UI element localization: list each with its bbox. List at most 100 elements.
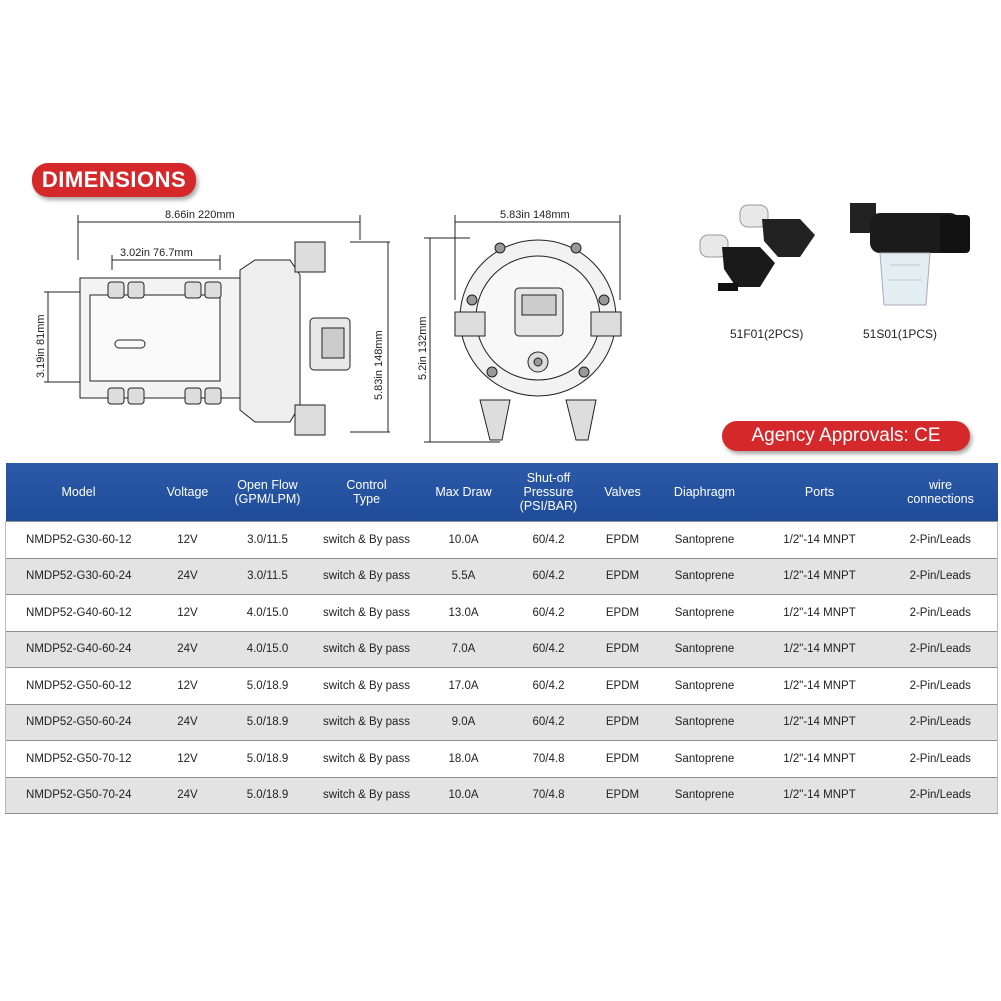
table-cell: 4.0/15.0	[223, 594, 312, 631]
accessory-label-51s01: 51S01(1PCS)	[863, 327, 938, 341]
table-cell: 17.0A	[421, 667, 506, 704]
table-cell: 5.0/18.9	[223, 776, 312, 814]
table-cell: 1/2"-14 MNPT	[755, 667, 884, 704]
front-width-label: 5.83in 148mm	[500, 209, 570, 221]
table-cell: 24V	[151, 630, 224, 668]
table-cell: NMDP52-G40-60-24	[5, 630, 152, 668]
table-cell: EPDM	[591, 740, 654, 777]
table-cell: switch & By pass	[311, 667, 422, 704]
table-cell: NMDP52-G50-70-24	[5, 776, 152, 814]
bolt-spacing-label: 3.02in 76.7mm	[120, 247, 193, 259]
table-cell: 1/2"-14 MNPT	[755, 703, 884, 741]
table-cell: 60/4.2	[505, 521, 592, 558]
table-cell: Santoprene	[653, 630, 756, 668]
table-cell: 1/2"-14 MNPT	[755, 594, 884, 631]
strainer-icon	[850, 203, 970, 306]
dimensions-badge: DIMENSIONS	[32, 163, 196, 197]
table-cell: 1/2"-14 MNPT	[755, 630, 884, 668]
table-cell: NMDP52-G50-60-24	[5, 703, 152, 741]
table-cell: 5.5A	[421, 557, 506, 595]
body-height-label: 3.19in 81mm	[35, 314, 47, 378]
table-cell: 2-Pin/Leads	[883, 667, 998, 704]
table-cell: 70/4.8	[505, 740, 592, 777]
table-cell: 12V	[151, 594, 224, 631]
table-cell: 1/2"-14 MNPT	[755, 557, 884, 595]
table-cell: 12V	[151, 667, 224, 704]
table-cell: 1/2"-14 MNPT	[755, 776, 884, 814]
table-cell: 5.0/18.9	[223, 667, 312, 704]
column-header: Open Flow(GPM/LPM)	[223, 463, 312, 522]
table-cell: 24V	[151, 557, 224, 595]
table-cell: 70/4.8	[505, 776, 592, 814]
table-cell: 5.0/18.9	[223, 740, 312, 777]
table-cell: 3.0/11.5	[223, 557, 312, 595]
table-cell: switch & By pass	[311, 630, 422, 668]
table-cell: switch & By pass	[311, 740, 422, 777]
table-cell: EPDM	[591, 667, 654, 704]
table-cell: EPDM	[591, 521, 654, 558]
table-cell: 2-Pin/Leads	[883, 521, 998, 558]
column-header: Max Draw	[421, 463, 506, 522]
table-cell: switch & By pass	[311, 557, 422, 595]
pump-side-view-drawing: 8.66in 220mm 3.02in 76.7mm 3.19in 81mm 5…	[35, 209, 390, 436]
column-header: Valves	[591, 463, 654, 522]
table-cell: 2-Pin/Leads	[883, 740, 998, 777]
table-cell: switch & By pass	[311, 703, 422, 741]
table-cell: 2-Pin/Leads	[883, 557, 998, 595]
accessory-label-51f01: 51F01(2PCS)	[730, 327, 804, 341]
table-cell: 2-Pin/Leads	[883, 776, 998, 814]
overall-width-label: 8.66in 220mm	[165, 209, 235, 221]
column-header: Voltage	[151, 463, 224, 522]
agency-approvals-badge: Agency Approvals: CE	[722, 421, 970, 451]
table-cell: 2-Pin/Leads	[883, 594, 998, 631]
table-cell: switch & By pass	[311, 776, 422, 814]
table-cell: 10.0A	[421, 521, 506, 558]
table-cell: 60/4.2	[505, 703, 592, 741]
front-height-label: 5.2in 132mm	[417, 316, 429, 380]
table-cell: NMDP52-G50-70-12	[5, 740, 152, 777]
table-cell: 9.0A	[421, 703, 506, 741]
table-cell: NMDP52-G50-60-12	[5, 667, 152, 704]
table-cell: NMDP52-G40-60-12	[5, 594, 152, 631]
table-cell: EPDM	[591, 703, 654, 741]
table-cell: EPDM	[591, 557, 654, 595]
table-cell: 60/4.2	[505, 667, 592, 704]
table-cell: 24V	[151, 776, 224, 814]
table-cell: NMDP52-G30-60-12	[5, 521, 152, 558]
table-cell: 7.0A	[421, 630, 506, 668]
column-header: Diaphragm	[653, 463, 756, 522]
table-cell: Santoprene	[653, 521, 756, 558]
table-cell: Santoprene	[653, 557, 756, 595]
table-cell: NMDP52-G30-60-24	[5, 557, 152, 595]
table-cell: 12V	[151, 521, 224, 558]
table-cell: 18.0A	[421, 740, 506, 777]
table-cell: 60/4.2	[505, 594, 592, 631]
table-cell: 13.0A	[421, 594, 506, 631]
table-cell: 4.0/15.0	[223, 630, 312, 668]
table-cell: 10.0A	[421, 776, 506, 814]
table-cell: Santoprene	[653, 776, 756, 814]
table-cell: 1/2"-14 MNPT	[755, 740, 884, 777]
table-cell: 60/4.2	[505, 630, 592, 668]
table-cell: switch & By pass	[311, 521, 422, 558]
table-cell: Santoprene	[653, 594, 756, 631]
table-cell: 60/4.2	[505, 557, 592, 595]
table-cell: 2-Pin/Leads	[883, 703, 998, 741]
table-cell: Santoprene	[653, 667, 756, 704]
total-height-label: 5.83in 148mm	[373, 330, 385, 400]
table-cell: EPDM	[591, 594, 654, 631]
table-cell: switch & By pass	[311, 594, 422, 631]
table-cell: 1/2"-14 MNPT	[755, 521, 884, 558]
table-cell: 5.0/18.9	[223, 703, 312, 741]
